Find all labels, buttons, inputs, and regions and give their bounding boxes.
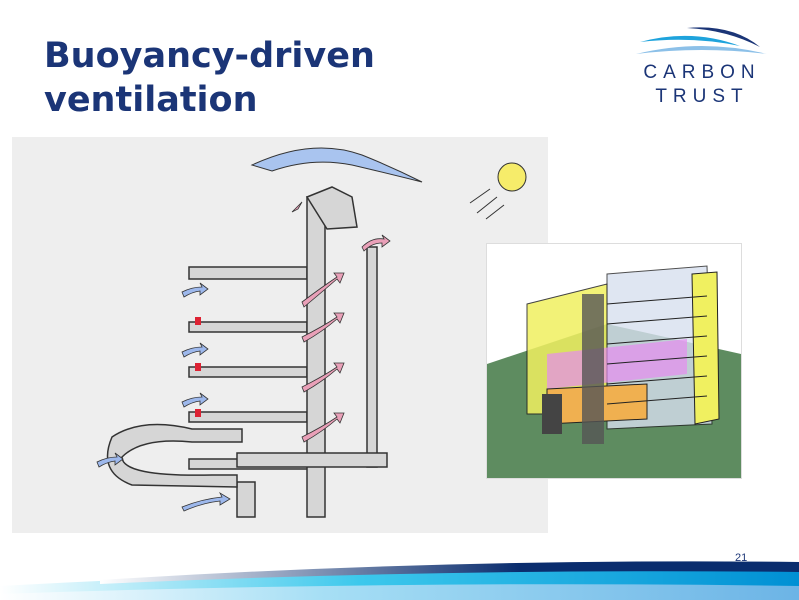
logo-carbon-text: CARBON bbox=[643, 62, 761, 83]
slide-title: Buoyancy-driven ventilation bbox=[44, 34, 375, 122]
carbon-trust-logo: CARBON TRUST bbox=[632, 22, 772, 112]
logo-trust-text: TRUST bbox=[655, 86, 749, 107]
building-3d-model bbox=[486, 243, 742, 479]
title-line-1: Buoyancy-driven bbox=[44, 36, 375, 76]
title-line-2: ventilation bbox=[44, 80, 258, 120]
logo-arcs-icon bbox=[636, 27, 767, 54]
building-section-sketch bbox=[12, 137, 548, 533]
footer-swoosh bbox=[0, 561, 799, 600]
page-number: 21 bbox=[735, 552, 748, 564]
